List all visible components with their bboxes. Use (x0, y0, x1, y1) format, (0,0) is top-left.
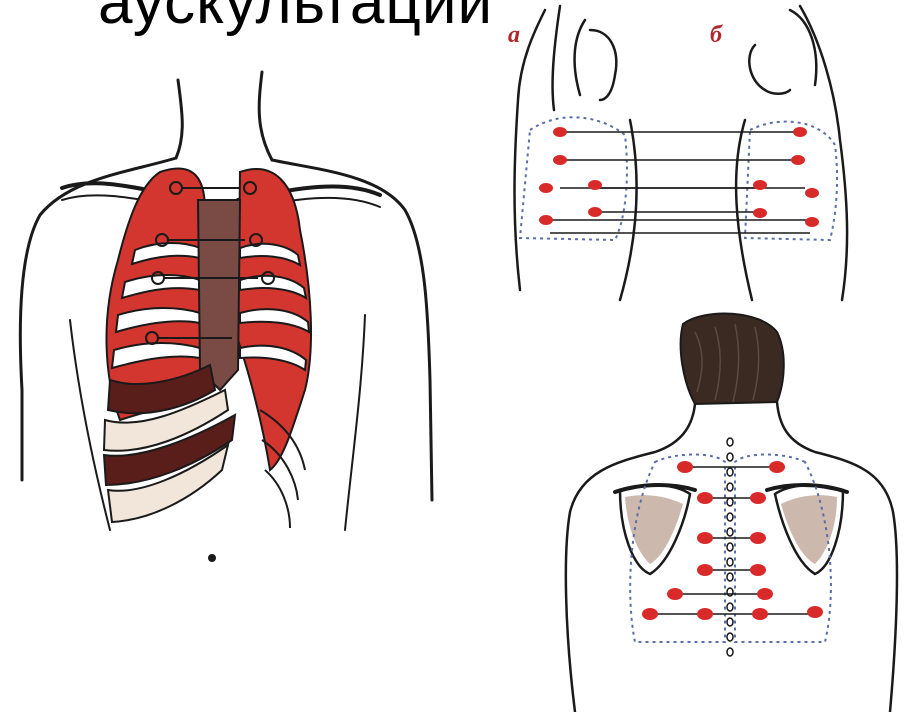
figure-a-lung-outline (520, 117, 627, 240)
back-right-outline (777, 402, 897, 712)
sternum (198, 200, 240, 390)
neck-right-outline (259, 72, 272, 160)
figure-b-arm (800, 6, 847, 300)
back-view-illustration (555, 312, 905, 712)
spine (727, 438, 733, 656)
figure-a-back (620, 120, 637, 300)
lower-ribs-left (104, 365, 235, 522)
label-b: б (710, 22, 723, 48)
front-chest-illustration (0, 60, 470, 580)
back-left-outline (566, 404, 695, 712)
neck-left-outline (176, 80, 182, 158)
navel-mark (208, 554, 216, 562)
figure-b-head (790, 10, 816, 85)
label-a: а (508, 22, 520, 48)
head-hair (681, 314, 784, 404)
figure-a-head (590, 30, 616, 100)
figure-a-arm (515, 10, 546, 290)
slide-title: аускультации (98, 0, 493, 34)
side-view-illustration: а б (490, 0, 900, 305)
